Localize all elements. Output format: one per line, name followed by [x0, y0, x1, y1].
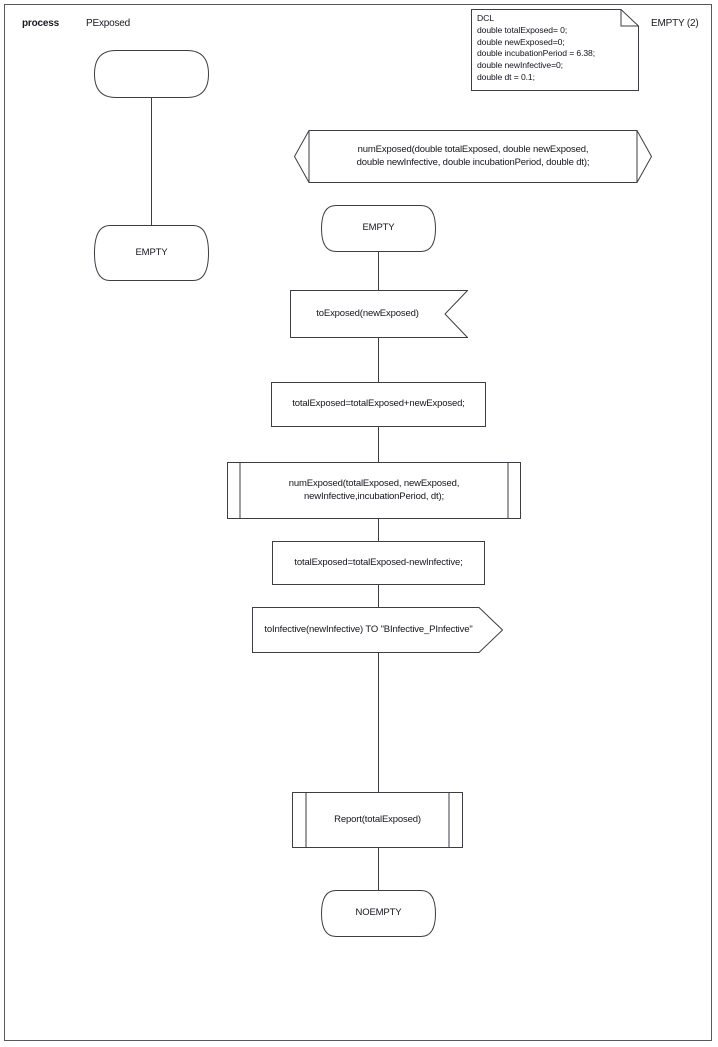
procedure-call-shape-2[interactable]: [292, 792, 463, 848]
connector-task1-to-call: [378, 427, 379, 462]
procedure-call-shape-1[interactable]: [227, 462, 521, 519]
procedure-declaration-shape[interactable]: [293, 130, 653, 183]
connector-empty-to-input: [378, 252, 379, 290]
declaration-block-text: DCL double totalExposed= 0; double newEx…: [477, 13, 596, 82]
state-shape-noempty[interactable]: [320, 890, 437, 937]
connector-task2-to-output: [378, 585, 379, 607]
output-signal-shape[interactable]: [252, 607, 504, 653]
connector-report-to-noempty: [378, 848, 379, 890]
state-shape-empty-main[interactable]: [320, 205, 437, 252]
connector-start-to-empty-state: [151, 97, 152, 225]
input-signal-shape[interactable]: [290, 290, 469, 338]
declaration-block-shape[interactable]: [471, 9, 639, 91]
task-shape-2[interactable]: [272, 541, 485, 585]
state-shape-empty-left[interactable]: [93, 225, 210, 281]
task-shape-1[interactable]: [271, 382, 486, 427]
page-label: EMPTY (2): [651, 18, 699, 29]
connector-input-to-task1: [378, 338, 379, 382]
connector-call-to-task2: [378, 519, 379, 541]
start-symbol-shape[interactable]: [93, 50, 210, 98]
process-keyword-label: process: [22, 18, 59, 29]
connector-output-to-report: [378, 653, 379, 792]
process-name-label: PExposed: [86, 18, 130, 29]
